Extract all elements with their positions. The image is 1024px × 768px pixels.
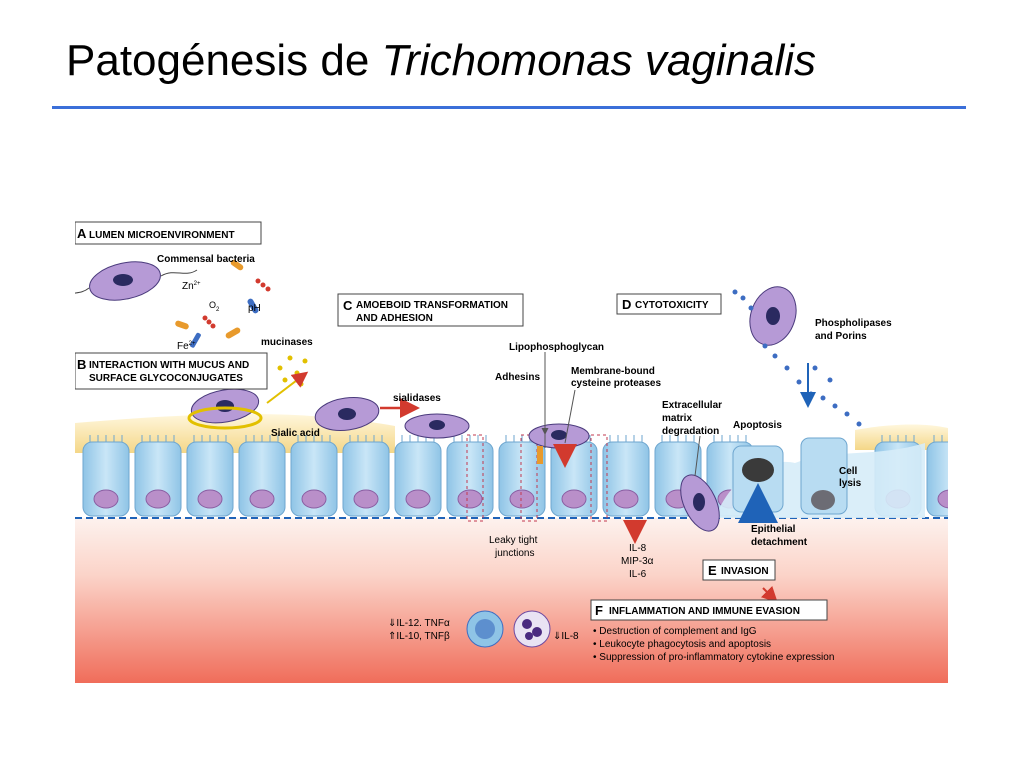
label-epithelial-2: detachment xyxy=(751,537,808,548)
label-ecm-3: degradation xyxy=(662,426,719,437)
slide-title: Patogénesis de Trichomonas vaginalis xyxy=(66,36,816,86)
lysed-nucleus xyxy=(811,490,835,510)
label-leaky-2: junctions xyxy=(494,548,534,559)
label-leaky-1: Leaky tight xyxy=(489,535,538,546)
panel-b-letter: B xyxy=(77,357,86,372)
label-immune-right: ⇓IL-8 xyxy=(553,631,579,642)
label-mucinases: mucinases xyxy=(261,337,313,348)
cell-nucleus xyxy=(145,489,171,509)
panel-c-label-1: AMOEBOID TRANSFORMATION xyxy=(356,300,508,311)
label-commensal: Commensal bacteria xyxy=(157,254,255,265)
panel-f-label: INFLAMMATION AND IMMUNE EVASION xyxy=(609,606,800,617)
label-zn: Zn2+ xyxy=(182,281,201,292)
panel-a-letter: A xyxy=(77,226,87,241)
pathogenesis-diagram: A LUMEN MICROENVIRONMENT B INTERACTION W… xyxy=(64,218,974,683)
label-ecm-2: matrix xyxy=(662,413,692,424)
label-cytokine-3: IL-6 xyxy=(629,569,647,580)
commensal-bacteria xyxy=(175,259,271,348)
panel-b-label-1: INTERACTION WITH MUCUS AND xyxy=(89,360,249,371)
cell-nucleus xyxy=(613,489,639,509)
panel-c-letter: C xyxy=(343,298,353,313)
ecm-pointer xyxy=(694,435,701,477)
cell-nucleus xyxy=(301,489,327,509)
panel-a-box: A LUMEN MICROENVIRONMENT xyxy=(74,221,262,245)
label-sialidases: sialidases xyxy=(393,393,441,404)
panel-f-bullet-2: • Leukocyte phagocytosis and apoptosis xyxy=(593,639,771,650)
tight-junction-box-1 xyxy=(466,434,484,522)
panel-d-box: D CYTOTOXICITY xyxy=(616,293,722,315)
cell-nucleus xyxy=(249,489,275,509)
panel-a-label: LUMEN MICROENVIRONMENT xyxy=(89,230,235,241)
parasite-cytotoxic xyxy=(749,286,797,346)
label-cell-lysis-2: lysis xyxy=(839,478,862,489)
label-apoptosis: Apoptosis xyxy=(733,420,782,431)
panel-d-letter: D xyxy=(622,297,631,312)
lysed-cell xyxy=(800,437,848,515)
parasite-mucus xyxy=(187,388,263,430)
parasite-attaching xyxy=(314,397,380,431)
label-o2: O2 xyxy=(209,300,220,313)
panel-c-box: C AMOEBOID TRANSFORMATION AND ADHESION xyxy=(337,293,524,327)
cell-nucleus xyxy=(197,489,223,509)
macrophage-cell xyxy=(466,610,504,648)
label-adhesins: Adhesins xyxy=(495,372,540,383)
mucinase-dots xyxy=(277,355,308,387)
label-epithelial-1: Epithelial xyxy=(751,524,796,535)
panel-b-box: B INTERACTION WITH MUCUS AND SURFACE GLY… xyxy=(74,352,268,390)
panel-e-box: E INVASION xyxy=(702,559,776,581)
tight-junction-box-3 xyxy=(590,434,608,522)
panel-e-letter: E xyxy=(708,563,717,578)
label-ph: pH xyxy=(248,303,261,314)
title-prefix: Patogénesis de xyxy=(66,36,382,85)
cell-nucleus xyxy=(509,489,535,509)
invasion-arrow xyxy=(760,585,778,603)
cell-nucleus xyxy=(353,489,379,509)
label-ecm-1: Extracellular xyxy=(662,400,722,411)
label-immune-left-2: ⇑IL-10, TNFβ xyxy=(388,631,450,642)
panel-c-label-2: AND ADHESION xyxy=(356,313,433,324)
label-membrane-2: cysteine proteases xyxy=(571,378,661,389)
parasite-invading xyxy=(680,474,720,532)
label-membrane-1: Membrane-bound xyxy=(571,366,655,377)
cell-nucleus xyxy=(405,489,431,509)
cytotoxic-secretion-dots xyxy=(732,289,862,427)
label-cytokine-1: IL-8 xyxy=(629,543,647,554)
panel-f-bullet-1: • Destruction of complement and IgG xyxy=(593,626,757,637)
label-phospholipases-2: and Porins xyxy=(815,331,867,342)
diagram-svg: A LUMEN MICROENVIRONMENT B INTERACTION W… xyxy=(64,221,974,683)
mucinase-arrow xyxy=(266,371,309,404)
parasite-amoeboid xyxy=(404,413,470,439)
title-underline xyxy=(52,106,966,109)
label-cytokine-2: MIP-3α xyxy=(621,556,654,567)
panel-e-label: INVASION xyxy=(721,566,769,577)
panel-b-label-2: SURFACE GLYCOCONJUGATES xyxy=(89,373,243,384)
panel-f-bullet-3: • Suppression of pro-inflammatory cytoki… xyxy=(593,652,834,663)
cell-nucleus xyxy=(93,489,119,509)
apoptotic-nucleus xyxy=(742,458,774,482)
protease-pointer xyxy=(564,389,576,444)
label-fe: Fe2+ xyxy=(177,341,196,352)
label-lipophosphoglycan: Lipophosphoglycan xyxy=(509,342,604,353)
label-sialic-acid: Sialic acid xyxy=(271,428,320,439)
panel-f-letter: F xyxy=(595,603,603,618)
label-phospholipases-1: Phospholipases xyxy=(815,318,892,329)
title-species: Trichomonas vaginalis xyxy=(381,36,817,85)
panel-d-label: CYTOTOXICITY xyxy=(635,300,709,311)
panel-f-box: F INFLAMMATION AND IMMUNE EVASION • Dest… xyxy=(590,599,834,663)
label-cell-lysis-1: Cell xyxy=(839,466,858,477)
label-immune-left-1: ⇓IL-12. TNFα xyxy=(388,618,450,629)
parasite-lumen xyxy=(64,261,198,301)
cell-nucleus xyxy=(561,489,587,509)
neutrophil-cell xyxy=(513,610,551,648)
cell-nucleus xyxy=(457,489,483,509)
epithelial-cell-row xyxy=(82,435,974,517)
